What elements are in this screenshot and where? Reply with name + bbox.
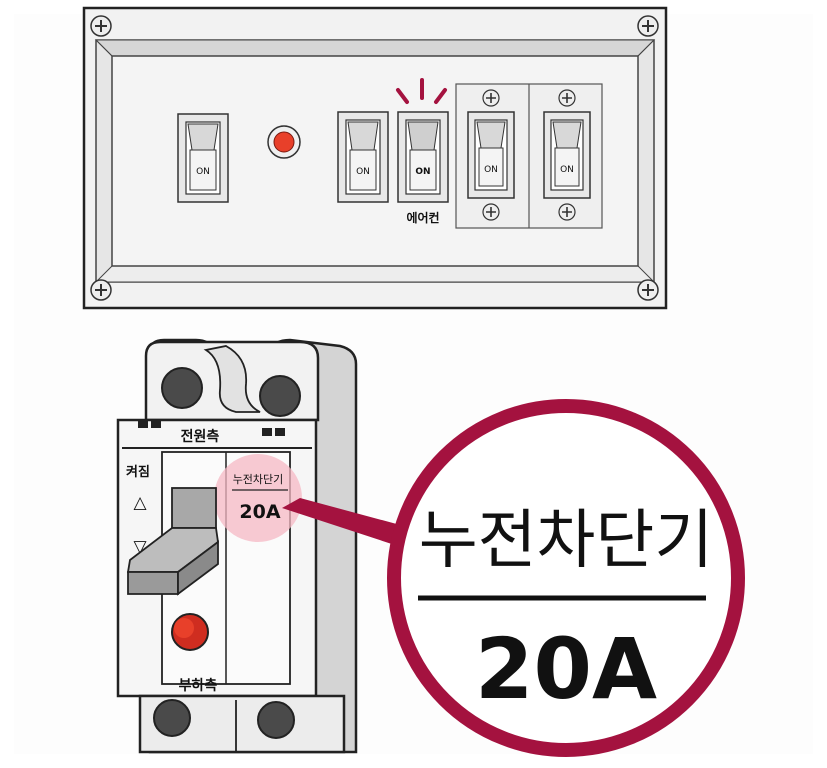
switch-on-label: ON — [356, 167, 370, 177]
test-button[interactable] — [171, 613, 209, 651]
breaker-lever[interactable] — [126, 487, 219, 596]
rating-highlight — [214, 454, 302, 542]
switch-on-label: ON — [415, 167, 430, 177]
terminal-screw-icon — [153, 699, 191, 737]
breaker-tag-title: 누전차단기 — [233, 473, 284, 486]
screw-icon — [482, 89, 500, 107]
terminal-screw-icon — [257, 701, 295, 739]
screw-icon — [558, 89, 576, 107]
breaker-tag-rating: 20A — [239, 501, 280, 523]
leakage-breaker: 전원측 켜짐 △ ▽ 누전차단기 20A 부하측 — [116, 338, 358, 754]
aircon-switch[interactable]: ON — [396, 78, 449, 203]
switch-on-label: ON — [484, 165, 498, 175]
terminal-screw-icon — [259, 375, 301, 417]
main-switch[interactable]: ON — [177, 113, 229, 203]
screw-icon — [558, 203, 576, 221]
aircon-label: 에어컨 — [406, 210, 439, 225]
load-side-label: 부하측 — [179, 677, 218, 694]
switch-on-label: ON — [560, 165, 574, 175]
screw-icon — [90, 279, 112, 301]
screw-icon — [637, 279, 659, 301]
indicator-lamp — [267, 125, 301, 159]
zoom-callout: 누전차단기 20A — [282, 399, 745, 757]
on-direction-label: 켜짐 — [126, 465, 150, 480]
branch-switch[interactable]: ON — [467, 111, 515, 199]
terminal-screw-icon — [161, 367, 203, 409]
up-arrow-icon: △ — [133, 493, 147, 513]
branch-switch[interactable]: ON — [337, 111, 389, 203]
distribution-panel: ON ON ON 에어컨 — [82, 6, 668, 310]
screw-icon — [90, 15, 112, 37]
screw-icon — [482, 203, 500, 221]
branch-switch[interactable]: ON — [543, 111, 591, 199]
line-side-label: 전원측 — [181, 428, 220, 445]
callout-pointer — [282, 498, 404, 548]
switch-on-label: ON — [196, 167, 210, 177]
callout-rating: 20A — [475, 620, 657, 718]
callout-title: 누전차단기 — [419, 504, 713, 578]
alert-rays-icon — [396, 78, 447, 104]
screw-icon — [637, 15, 659, 37]
callout-circle — [387, 399, 745, 757]
